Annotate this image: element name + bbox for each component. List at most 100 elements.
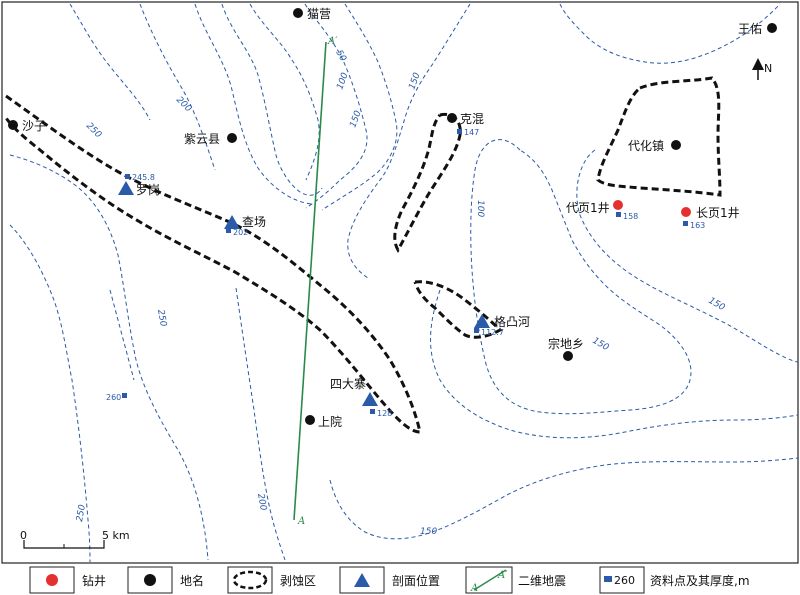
profile-marker	[224, 215, 240, 229]
erosion-area-getuhe	[413, 280, 503, 339]
well-marker	[681, 207, 691, 217]
legend-seismic-a2: A′	[497, 570, 508, 581]
contour-line	[304, 3, 368, 209]
legend-erosion-icon	[232, 570, 268, 590]
seismic-label-start: A	[297, 516, 305, 527]
profile-name: 四大寨	[330, 376, 366, 391]
scale-end: 5 km	[102, 529, 130, 542]
erosion-areas	[4, 76, 722, 434]
data-point-value: 245.8	[132, 173, 155, 182]
north-label: N	[764, 62, 772, 75]
legend-data-sample: 260	[614, 574, 635, 587]
profile-name: 格凸河	[494, 314, 530, 329]
contour-line	[139, 3, 216, 171]
place-marker	[563, 351, 573, 361]
data-point-marker	[370, 409, 375, 414]
legend-label-seismic: 二维地震	[518, 574, 566, 588]
profile-name: 查场	[242, 215, 266, 229]
seismic-profile-line	[293, 41, 327, 521]
well-name: 长页1井	[696, 206, 740, 220]
profile-marker	[474, 314, 490, 328]
erosion-area-kehun	[393, 112, 462, 254]
contour-label: 200	[174, 95, 193, 114]
legend: 钻井 地名 剥蚀区 剖面位置 A A′ 二维地震 260 资料点及其厚度,m	[29, 566, 750, 594]
scale-zero: 0	[20, 529, 27, 542]
erosion-area-northwest-band	[4, 94, 422, 434]
contour-line	[9, 154, 209, 561]
north-arrow: N	[752, 58, 772, 80]
place-marker	[227, 133, 237, 143]
seismic-line: A A′	[293, 36, 338, 527]
legend-label-erosion: 剥蚀区	[280, 574, 316, 588]
contour-line	[321, 3, 398, 211]
contour-label: 150	[707, 296, 727, 313]
data-point-marker	[616, 212, 621, 217]
contour-line	[347, 3, 471, 279]
contour-line	[9, 224, 91, 563]
data-points: 245.8 202 147 158 163 112.7 128 260	[106, 128, 705, 418]
legend-well-icon	[46, 574, 58, 586]
well-marker	[613, 200, 623, 210]
legend-label-profile: 剖面位置	[392, 573, 440, 588]
place-name: 上院	[318, 415, 342, 429]
data-point-marker	[125, 174, 130, 179]
legend-data-icon	[604, 576, 612, 582]
place-name: 王佑	[738, 22, 762, 36]
legend-label-place: 地名	[180, 573, 204, 588]
contour-label: 150	[407, 71, 422, 91]
data-point-value: 128	[377, 409, 392, 418]
place-marker	[671, 140, 681, 150]
contour-label: 100	[475, 200, 485, 217]
contour-line	[430, 289, 799, 439]
data-point-value: 158	[623, 212, 638, 221]
contour-label: 250	[75, 504, 88, 523]
contour-label: 100	[335, 71, 350, 91]
place-name: 克混	[460, 112, 484, 126]
contour-labels: 50 100 150 200 250 150 100 150 150 250 2…	[75, 49, 727, 538]
profile-name: 罗岗	[136, 183, 160, 197]
place-name: 宗地乡	[548, 336, 584, 351]
contour-line	[109, 289, 135, 381]
place-name: 沙子	[22, 119, 46, 133]
contour-line	[221, 3, 323, 196]
data-point-value: 163	[690, 221, 705, 230]
data-point-value: 260	[106, 393, 121, 402]
data-point-marker	[457, 129, 462, 134]
map-frame	[1, 1, 799, 564]
legend-place-icon	[144, 574, 156, 586]
data-point-marker	[683, 221, 688, 226]
wells: 代页1井 长页1井	[566, 200, 740, 220]
data-point-value: 147	[464, 128, 479, 137]
contour-line	[69, 3, 151, 121]
places: 猫营 王佑 沙子 紫云县 克混 代化镇 宗地乡 上院	[8, 7, 777, 429]
well-name: 代页1井	[566, 201, 610, 215]
contour-line	[194, 3, 313, 205]
contour-label: 50	[333, 49, 348, 64]
legend-label-well: 钻井	[82, 573, 106, 588]
legend-profile-icon	[354, 573, 370, 587]
place-marker	[767, 23, 777, 33]
profile-marker	[118, 181, 134, 195]
legend-seismic-a: A	[470, 583, 478, 594]
data-point-value: 202	[233, 228, 248, 237]
contour-line	[559, 3, 781, 64]
data-point-marker	[474, 328, 479, 333]
place-name: 代化镇	[628, 139, 664, 153]
place-marker	[305, 415, 315, 425]
data-point-value: 112.7	[481, 328, 504, 337]
scale-bar: 0 5 km	[20, 529, 130, 549]
contour-line	[329, 457, 799, 540]
place-name: 紫云县	[184, 132, 220, 146]
contour-label: 150	[591, 336, 611, 353]
place-name: 猫营	[307, 7, 331, 21]
thickness-contours	[9, 3, 799, 563]
contour-label: 250	[155, 309, 168, 328]
place-marker	[293, 8, 303, 18]
place-marker	[8, 120, 18, 130]
contour-label: 150	[348, 109, 363, 129]
data-point-marker	[122, 393, 127, 398]
contour-label: 200	[255, 493, 268, 512]
contour-line	[235, 287, 286, 561]
data-point-marker	[226, 228, 231, 233]
